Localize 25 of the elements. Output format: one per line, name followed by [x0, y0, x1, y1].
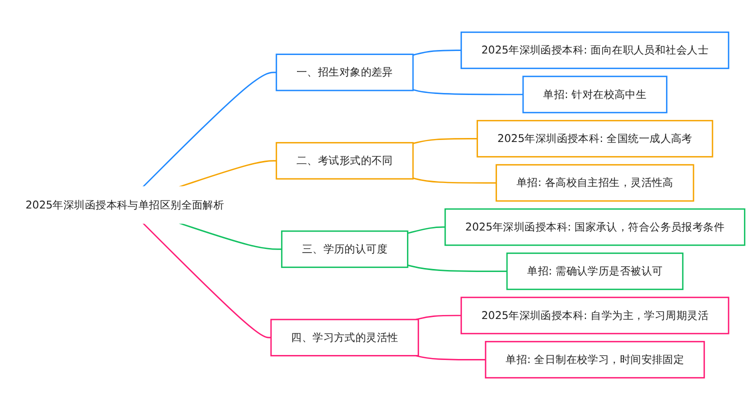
node-text: 2025年深圳函授本科与单招区别全面解析 [25, 198, 224, 212]
connector [416, 314, 462, 320]
node-box [476, 120, 714, 158]
connector [408, 264, 507, 272]
connector [178, 160, 276, 188]
node-box [276, 54, 414, 92]
connector [412, 50, 462, 56]
node-box [460, 296, 730, 334]
node-box [496, 164, 694, 202]
connector [416, 355, 486, 360]
connector [412, 89, 524, 96]
connector [408, 226, 446, 234]
node-box [522, 76, 668, 114]
node-box [484, 340, 705, 378]
connector [412, 138, 478, 144]
connector [412, 178, 496, 184]
node-box [444, 208, 746, 246]
node-box [506, 252, 684, 290]
node-box [460, 32, 730, 70]
node-box [276, 142, 414, 180]
connector [178, 222, 282, 250]
node-box [270, 318, 420, 356]
connector [142, 72, 276, 188]
node-box [281, 230, 408, 268]
connector [142, 222, 272, 338]
